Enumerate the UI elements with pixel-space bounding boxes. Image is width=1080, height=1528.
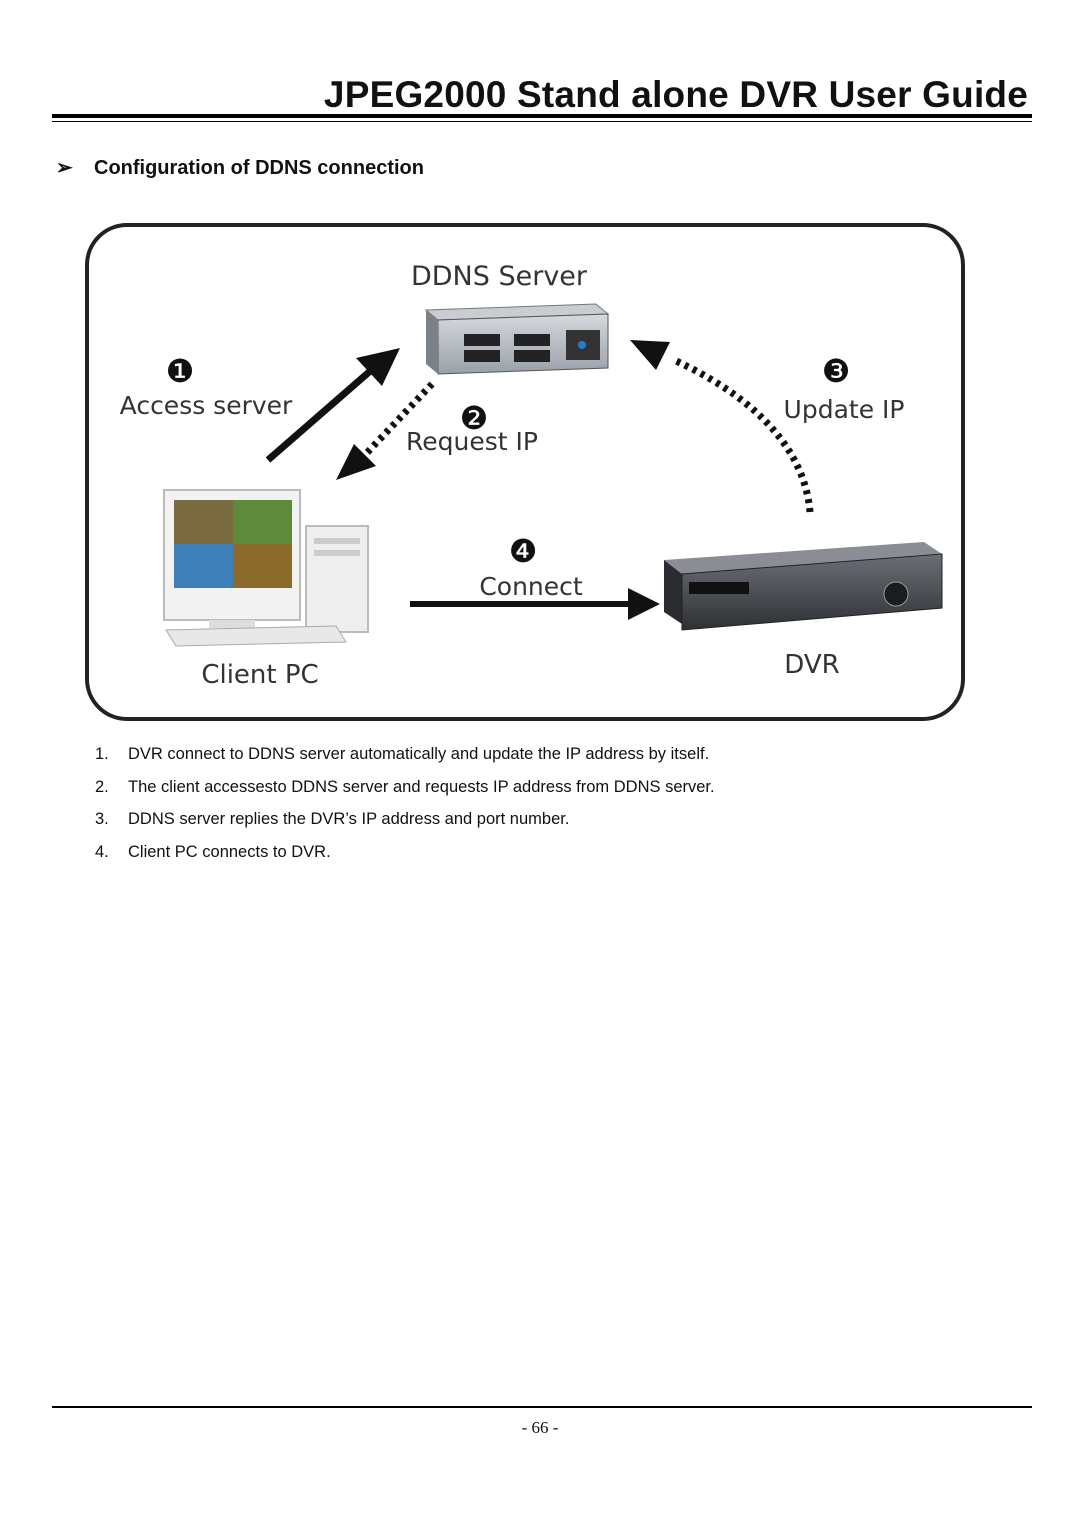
step-4-label: Connect xyxy=(479,572,583,601)
list-item-number: 2. xyxy=(95,777,109,796)
arrow-bullet-icon: ➢ xyxy=(56,157,73,179)
step-3-arrow xyxy=(630,340,814,513)
step-2-arrow xyxy=(336,381,435,480)
dvr-icon xyxy=(664,542,943,631)
footer-rule xyxy=(52,1406,1032,1408)
page-number: - 66 - xyxy=(521,1418,559,1437)
step-3-marker: ❸ xyxy=(822,352,851,390)
list-item-number: 3. xyxy=(95,810,109,828)
header-rule-thin xyxy=(52,121,1032,122)
node-label-ddns-server: DDNS Server xyxy=(411,261,588,292)
step-1-label: Access server xyxy=(120,391,293,420)
list-item: 2. The client accessesto DDNS server and … xyxy=(95,778,715,811)
client-pc-icon xyxy=(163,489,369,647)
section-heading: ➢ Configuration of DDNS connection xyxy=(56,155,424,180)
list-item-text: DVR connect to DDNS server automatically… xyxy=(128,745,710,763)
step-3-label: Update IP xyxy=(784,395,905,424)
list-item: 1. DVR connect to DDNS server automatical… xyxy=(95,745,715,778)
step-1-arrow xyxy=(265,348,400,463)
list-item-number: 4. xyxy=(95,842,109,861)
header-rule xyxy=(52,114,1032,118)
step-2-label: Request IP xyxy=(406,427,538,456)
section-title: Configuration of DDNS connection xyxy=(94,157,424,179)
list-item-text: The client accessesto DDNS server and re… xyxy=(128,777,715,796)
node-label-dvr: DVR xyxy=(784,650,839,680)
steps-list: 1. DVR connect to DDNS server automatical… xyxy=(95,745,715,875)
list-item-text: DDNS server replies the DVR’s IP address… xyxy=(128,810,570,828)
ddns-server-icon xyxy=(424,303,610,375)
ddns-diagram: DDNS Server Client PC DVR ❶ Access serve… xyxy=(84,222,966,722)
node-label-client-pc: Client PC xyxy=(201,660,318,690)
step-2-marker: ❷ xyxy=(460,399,489,437)
list-item: 3. DDNS server replies the DVR’s IP addre… xyxy=(95,810,715,843)
step-4-marker: ❹ xyxy=(509,532,538,570)
step-4-arrow xyxy=(410,588,660,620)
list-item: 4. Client PC connects to DVR. xyxy=(95,843,715,876)
list-item-number: 1. xyxy=(95,745,109,763)
document-title: JPEG2000 Stand alone DVR User Guide xyxy=(323,74,1028,115)
list-item-text: Client PC connects to DVR. xyxy=(128,842,331,861)
step-1-marker: ❶ xyxy=(166,352,195,390)
